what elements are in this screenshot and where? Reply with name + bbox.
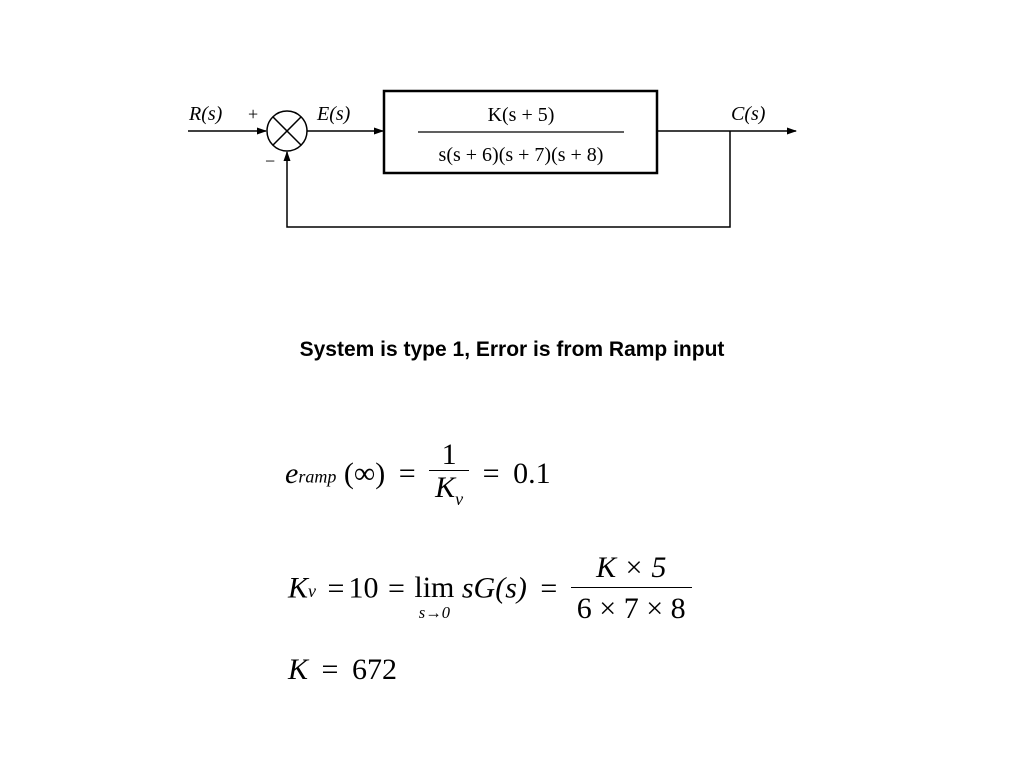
eq1-result: 0.1 xyxy=(513,457,551,491)
eq2-value: 10 xyxy=(348,571,379,605)
eq1-lhs-sub: ramp xyxy=(298,466,337,487)
eq1-eq-sign-2: = xyxy=(482,457,500,491)
eq2-fraction: K × 5 6 × 7 × 8 xyxy=(570,551,692,624)
eq2-lhs-sub: v xyxy=(308,581,317,602)
eq3-lhs-var: K xyxy=(288,653,309,686)
feedback-path xyxy=(283,131,731,228)
eq1-lhs-var: e xyxy=(285,457,299,491)
summing-junction xyxy=(266,110,308,152)
plus-sign: + xyxy=(248,104,258,124)
eq2-lim: lim xyxy=(414,571,455,605)
equation-velocity-constant: Kv =10 = lim s→0 sG(s) = K × 5 6 × 7 × 8 xyxy=(288,553,692,624)
equation-steady-state-error: eramp (∞) = 1 Kv = 0.1 xyxy=(285,438,551,509)
eq1-lhs-arg: (∞) xyxy=(343,457,386,491)
subtitle: System is type 1, Error is from Ramp inp… xyxy=(299,338,725,361)
eq3-value: 672 xyxy=(351,653,397,686)
transfer-function-numerator: K(s + 5) xyxy=(488,104,555,126)
eq2-expr: sG(s) xyxy=(461,571,527,605)
eq1-eq-sign: = xyxy=(398,457,416,491)
minus-sign: − xyxy=(265,151,275,171)
input-label: R(s) xyxy=(188,103,223,125)
eq1-fraction: 1 Kv xyxy=(429,438,470,508)
eq3-eq-sign: = xyxy=(321,653,339,686)
transfer-function-block xyxy=(382,89,659,175)
output-label: C(s) xyxy=(731,103,766,125)
eq1-frac-den: Kv xyxy=(429,470,470,508)
eq2-eq-sign-2: = xyxy=(387,571,405,605)
eq2-lhs-var: K xyxy=(288,571,309,605)
block-diagram: R(s) + − E(s) K(s + 5) s(s + 6)(s + 7)(s… xyxy=(188,89,797,228)
eq1-frac-num: 1 xyxy=(441,438,457,471)
transfer-function-denominator: s(s + 6)(s + 7)(s + 8) xyxy=(439,144,604,166)
eq2-limit: lim s→0 xyxy=(414,573,454,622)
eq2-eq-sign: = xyxy=(327,571,345,605)
equation-gain-result: K = 672 xyxy=(288,655,397,685)
eq2-lim-sub: s→0 xyxy=(418,603,450,623)
eq2-frac-num: K × 5 xyxy=(596,551,667,584)
eq2-frac-den: 6 × 7 × 8 xyxy=(570,587,692,624)
error-label: E(s) xyxy=(316,103,351,125)
eq2-eq-sign-3: = xyxy=(540,571,558,605)
